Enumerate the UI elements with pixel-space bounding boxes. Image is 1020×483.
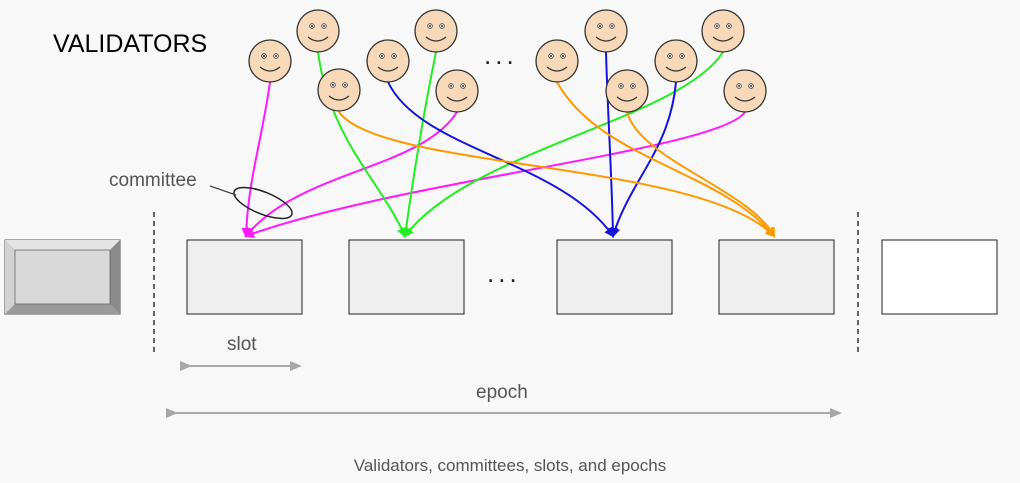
- slot-block-4: [718, 239, 835, 315]
- figure-caption: Validators, committees, slots, and epoch…: [353, 456, 667, 475]
- validator-arrows: [241, 51, 776, 238]
- smiley-face-icon: [723, 69, 767, 113]
- blocks-ellipsis: ...: [487, 258, 521, 288]
- arrow-green-3: [403, 51, 724, 238]
- arrow-blue-3: [610, 81, 677, 238]
- smiley-face-icon: [414, 9, 458, 53]
- validator-faces: [248, 9, 767, 113]
- arrow-magenta-3: [244, 111, 746, 238]
- arrow-orange-2: [556, 81, 776, 238]
- smiley-face-icon: [366, 39, 410, 83]
- committee-ellipse: [233, 186, 293, 220]
- epoch-label: epoch: [476, 382, 528, 403]
- committee-pointer: [209, 185, 237, 196]
- arrow-orange-3: [626, 111, 775, 238]
- smiley-face-icon: [535, 39, 579, 83]
- arrow-orange-1: [338, 111, 776, 238]
- next-epoch-block: [881, 239, 998, 315]
- arrow-magenta-2: [244, 111, 458, 238]
- slot-label: slot: [227, 334, 257, 355]
- slot-block-2: [348, 239, 465, 315]
- arrow-blue-1: [387, 81, 615, 238]
- validators-ellipsis: ...: [484, 40, 518, 70]
- smiley-face-icon: [605, 69, 649, 113]
- previous-block-icon: [4, 239, 121, 315]
- smiley-face-icon: [317, 68, 361, 112]
- committee-label: committee: [109, 170, 197, 191]
- arrow-green-2: [401, 51, 437, 238]
- smiley-face-icon: [654, 39, 698, 83]
- slot-block-1: [186, 239, 303, 315]
- slot-block-3: [556, 239, 673, 315]
- arrow-blue-2: [605, 51, 618, 238]
- smiley-face-icon: [701, 9, 745, 53]
- validators-title: VALIDATORS: [53, 30, 207, 58]
- smiley-face-icon: [584, 9, 628, 53]
- smiley-face-icon: [248, 39, 292, 83]
- smiley-face-icon: [296, 9, 340, 53]
- arrow-magenta-1: [241, 81, 271, 238]
- smiley-face-icon: [435, 69, 479, 113]
